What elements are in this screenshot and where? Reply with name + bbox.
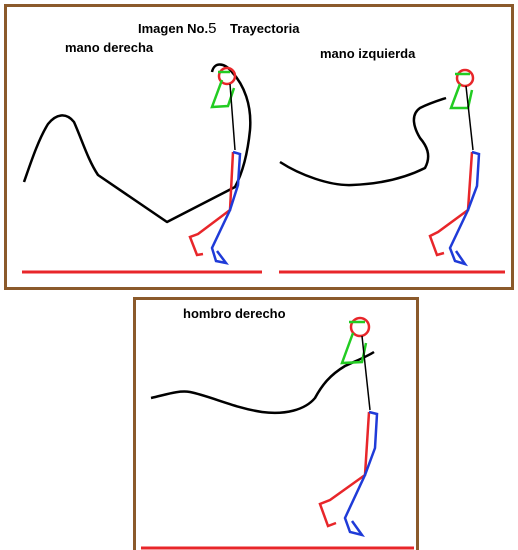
stick-figure-2 <box>430 70 479 264</box>
figure-1-back-leg <box>212 152 240 263</box>
trajectory-right-shoulder <box>151 352 374 413</box>
figure-1-front-leg <box>190 152 233 255</box>
title-prefix: Imagen No. <box>138 21 208 36</box>
figure-2-back-leg <box>450 152 479 264</box>
figure-2-head <box>457 70 473 86</box>
figure-3-front-leg <box>320 412 369 526</box>
trajectory-right-hand <box>24 65 250 223</box>
label-left-hand: mano izquierda <box>320 46 415 61</box>
label-right-hand: mano derecha <box>65 40 153 55</box>
figure-title: Imagen No.5 Trayectoria <box>138 20 299 37</box>
title-suffix: Trayectoria <box>230 21 299 36</box>
figure-3-back-leg <box>345 412 377 535</box>
figure-2-arms <box>451 74 472 108</box>
trajectory-left-hand <box>280 98 446 185</box>
stick-figure-3 <box>320 318 377 535</box>
stick-figure-1 <box>190 68 240 263</box>
label-right-shoulder: hombro derecho <box>183 306 286 321</box>
figure-2-front-leg <box>430 152 472 255</box>
title-number: 5 <box>208 20 216 37</box>
